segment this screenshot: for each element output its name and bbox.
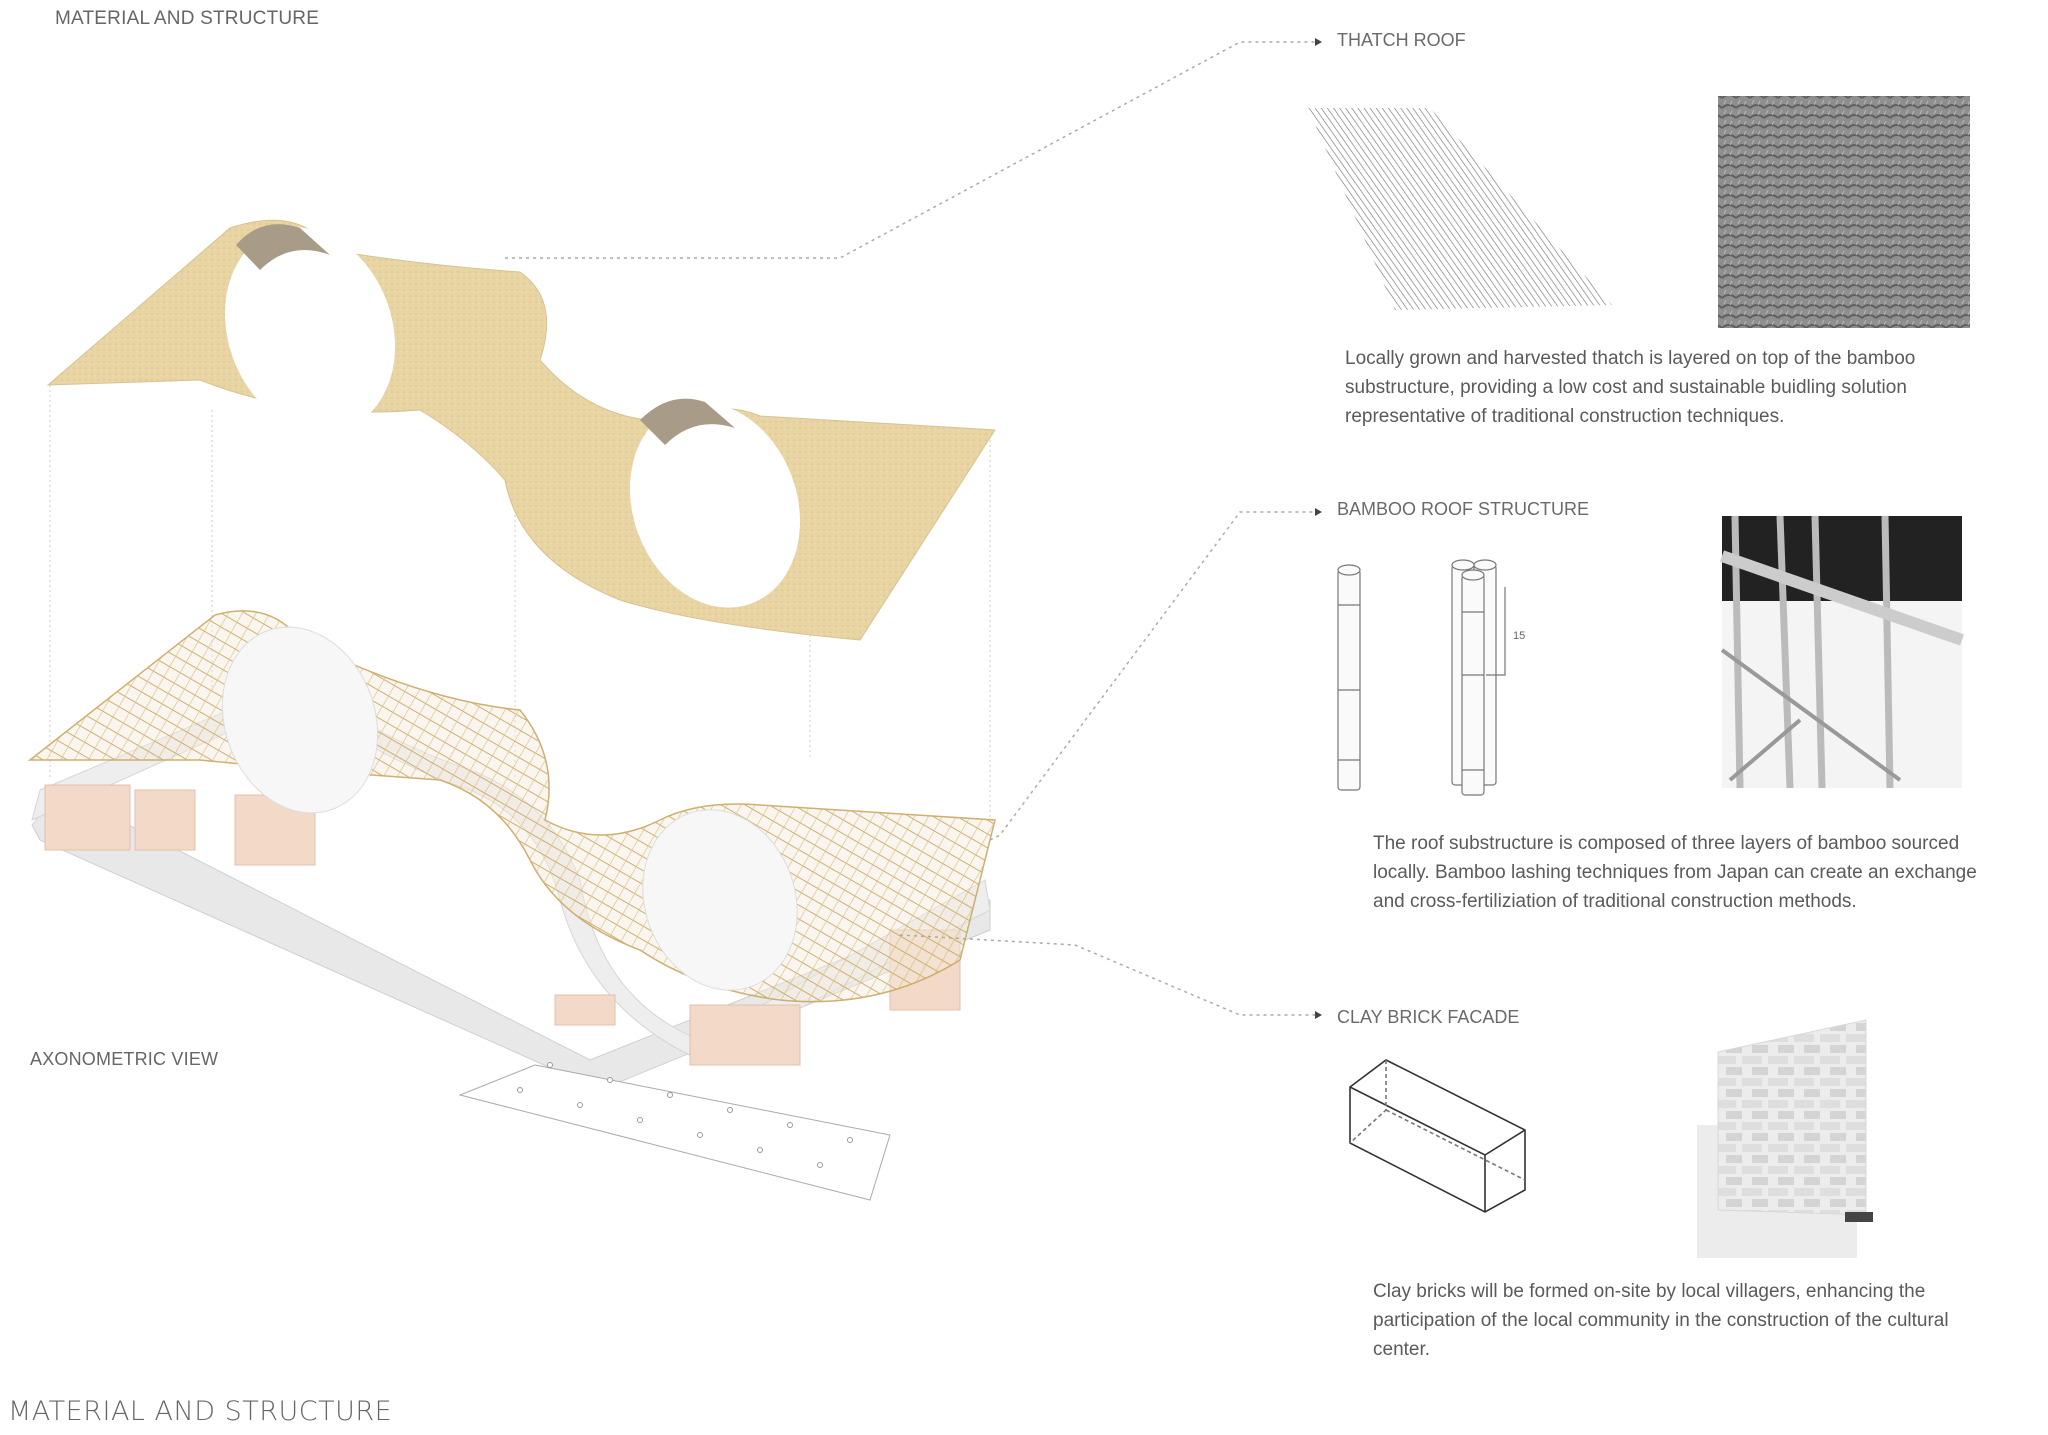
description-line: participation of the local community in … (1373, 1310, 1949, 1331)
axonometric-view-label: AXONOMETRIC VIEW (30, 1049, 219, 1069)
description-line: Clay bricks will be formed on-site by lo… (1373, 1281, 1926, 1302)
projection-lines (49, 385, 991, 820)
foundation-plan (458, 1062, 891, 1201)
bamboo-dimension-label: 15 (1513, 630, 1526, 642)
section-description-thatch-roof: Locally grown and harvested thatch is la… (1345, 344, 2005, 431)
description-line: Locally grown and harvested thatch is la… (1345, 348, 1916, 369)
section-description-clay-brick-facade: Clay bricks will be formed on-site by lo… (1373, 1277, 2043, 1364)
brick-wall-render (1697, 1019, 1873, 1258)
section-title-clay-brick-facade: CLAY BRICK FACADE (1337, 1007, 1520, 1027)
bamboo-triple-pole (1451, 559, 1506, 796)
description-line: substructure, providing a low cost and s… (1345, 377, 1907, 398)
section-description-bamboo-roof-structure: The roof substructure is composed of thr… (1373, 829, 2043, 916)
bamboo-lashing-photo (1720, 515, 1964, 789)
brick-wireframe (1349, 1059, 1526, 1213)
thatch-roof-layer (46, 219, 996, 641)
description-line: The roof substructure is composed of thr… (1373, 833, 1960, 854)
leader-lines (505, 41, 1315, 1016)
leader-arrowheads (1315, 38, 1322, 1019)
description-line: center. (1373, 1339, 1431, 1360)
section-title-bamboo-roof-structure: BAMBOO ROOF STRUCTURE (1337, 499, 1590, 519)
description-line: representative of traditional constructi… (1345, 406, 1785, 427)
description-line: locally. Bamboo lashing techniques from … (1373, 862, 1977, 883)
thatch-photo (1718, 96, 1970, 328)
thatch-sketch (1308, 108, 1612, 310)
page-footer-title: MATERIAL AND STRUCTURE (8, 1396, 393, 1427)
description-line: and cross-fertiliziation of traditional … (1373, 891, 1857, 912)
building-layer (27, 610, 996, 1091)
section-title-thatch-roof: THATCH ROOF (1337, 30, 1466, 50)
page-header-title: MATERIAL AND STRUCTURE (55, 8, 320, 29)
bamboo-single-pole (1337, 564, 1361, 791)
